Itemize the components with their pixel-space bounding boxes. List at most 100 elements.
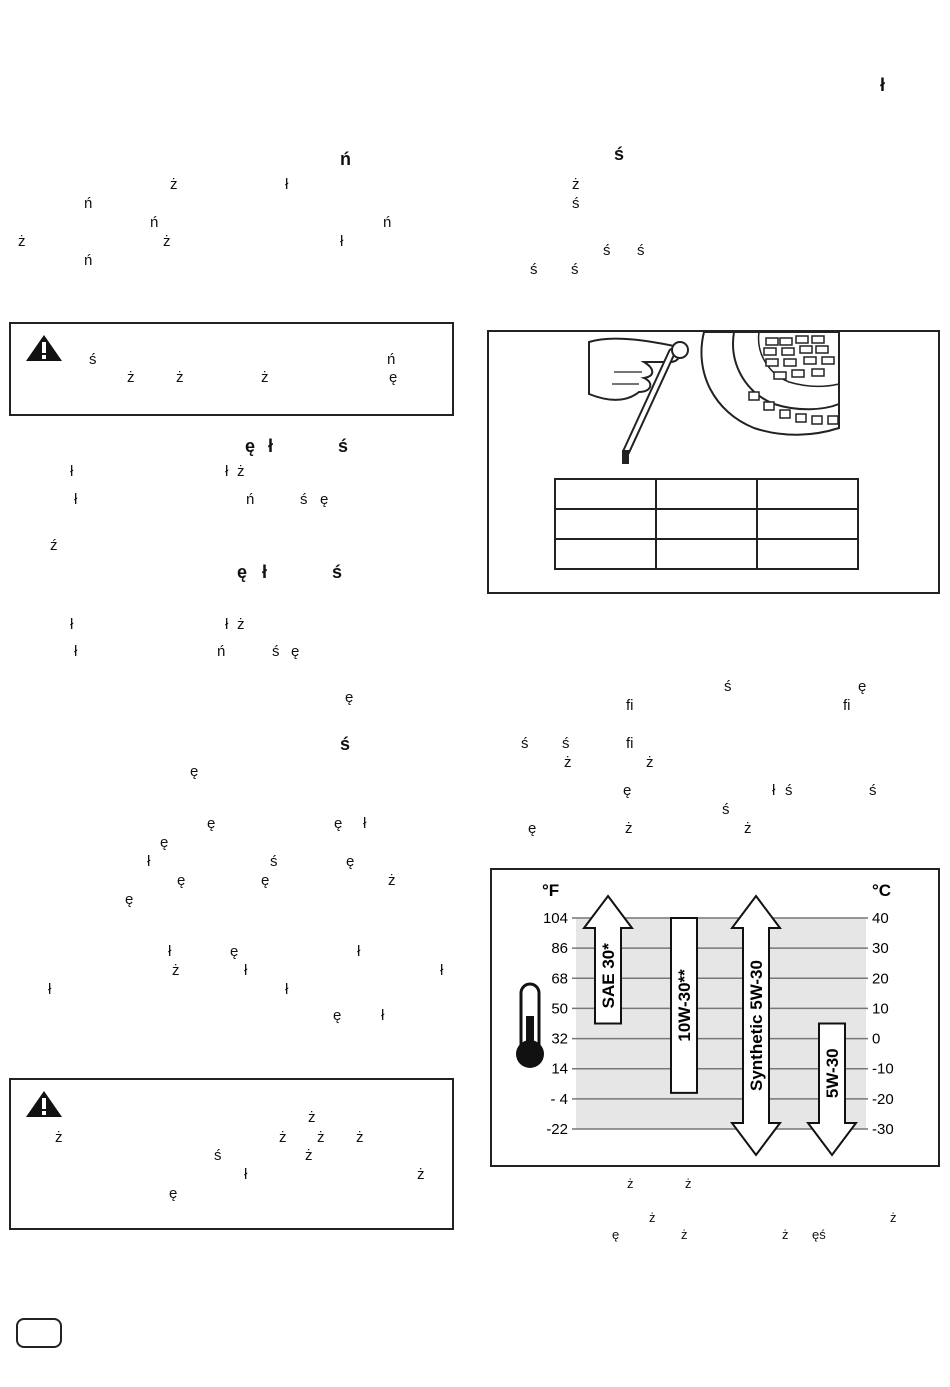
- glyph: ś: [722, 801, 730, 818]
- table-cell: [554, 508, 657, 540]
- glyph: ś: [338, 436, 349, 456]
- glyph: ę: [346, 853, 355, 870]
- glyph: ż: [625, 820, 633, 837]
- glyph: ę: [190, 763, 199, 780]
- glyph: ę: [237, 562, 248, 582]
- glyph: ł: [225, 463, 229, 480]
- glyph: ł: [74, 643, 78, 660]
- glyph: ż: [649, 1210, 656, 1225]
- tire-gauge-illustration: [588, 332, 840, 464]
- tick-label-f: 104: [543, 910, 568, 927]
- tick-label-c: 20: [872, 970, 889, 987]
- table-cell: [554, 538, 657, 570]
- glyph: ż: [564, 754, 572, 771]
- tick-label-c: 40: [872, 910, 889, 927]
- tick-label-f: 50: [551, 1000, 568, 1017]
- table-row: [554, 538, 859, 570]
- tick-label-f: 32: [551, 1031, 568, 1048]
- glyph: ż: [237, 463, 245, 480]
- glyph: ł: [381, 1007, 385, 1024]
- glyph: ł: [74, 491, 78, 508]
- oil-bar: [806, 1022, 858, 1157]
- glyph: ł: [440, 962, 444, 979]
- glyph: fi: [626, 697, 634, 714]
- glyph: ę: [345, 689, 354, 706]
- warning-triangle-icon: [26, 1091, 62, 1117]
- glyph: ł: [285, 176, 289, 193]
- glyph: ś: [300, 491, 308, 508]
- glyph: ż: [172, 962, 180, 979]
- table-row: [554, 508, 859, 540]
- glyph: ż: [782, 1227, 789, 1242]
- glyph: ń: [84, 195, 93, 212]
- glyph: ż: [261, 369, 269, 386]
- left-heading-1: ń: [340, 149, 351, 169]
- glyph: ż: [18, 233, 26, 250]
- glyph: ę: [230, 943, 239, 960]
- glyph: ń: [217, 643, 226, 660]
- glyph: ę: [160, 834, 169, 851]
- glyph: ż: [417, 1166, 425, 1183]
- oil-bar: [730, 894, 782, 1157]
- glyph: ż: [317, 1129, 325, 1146]
- glyph: ż: [305, 1147, 313, 1164]
- glyph: ł: [772, 782, 776, 799]
- warning-box-2: ż ż ż ż ż ś ż ł ż ę: [9, 1078, 454, 1230]
- glyph: ś: [521, 735, 529, 752]
- glyph: ę: [125, 891, 134, 908]
- tick-label-c: 0: [872, 1031, 880, 1048]
- glyph: ś: [270, 853, 278, 870]
- glyph: ę: [334, 815, 343, 832]
- table-cell: [756, 538, 859, 570]
- glyph: ż: [744, 820, 752, 837]
- glyph: ł: [244, 1166, 248, 1183]
- glyph: ż: [279, 1129, 287, 1146]
- table-cell: [756, 478, 859, 510]
- tick-label-f: 86: [551, 940, 568, 957]
- glyph: ż: [163, 233, 171, 250]
- glyph: ł: [340, 233, 344, 250]
- glyph: ł: [48, 981, 52, 998]
- tick-label-c: 30: [872, 940, 889, 957]
- unit-celsius-label: °C: [872, 881, 891, 900]
- glyph: ę: [612, 1227, 620, 1242]
- oil-bar: [582, 894, 634, 1025]
- warning-box-1: ś ń ż ż ż ę: [9, 322, 454, 416]
- glyph: ń: [150, 214, 159, 231]
- left-heading-4: ś: [340, 734, 351, 754]
- tire-pressure-table: [554, 478, 859, 570]
- glyph: ś: [272, 643, 280, 660]
- table-cell: [655, 508, 758, 540]
- glyph: ł: [285, 981, 289, 998]
- glyph: ż: [356, 1129, 364, 1146]
- glyph: ź: [50, 537, 58, 554]
- oil-bar-label: 10W-30**: [675, 969, 694, 1042]
- oil-bar-label: SAE 30*: [599, 943, 618, 1009]
- glyph: ż: [308, 1109, 316, 1126]
- right-heading-1: ś: [614, 144, 625, 164]
- chart-background: [576, 918, 866, 1129]
- glyph: ę: [623, 782, 632, 799]
- glyph: ł: [70, 463, 74, 480]
- glyph: ę: [245, 436, 256, 456]
- glyph: ę: [207, 815, 216, 832]
- glyph: ż: [681, 1227, 688, 1242]
- glyph: fi: [626, 735, 634, 752]
- glyph: ę: [261, 872, 270, 889]
- glyph: ż: [127, 369, 135, 386]
- glyph: ę: [858, 678, 867, 695]
- glyph: ę: [389, 369, 398, 386]
- glyph: ł: [168, 943, 172, 960]
- glyph: ę: [169, 1185, 178, 1202]
- glyph: ś: [89, 351, 97, 368]
- table-cell: [655, 478, 758, 510]
- glyph: ś: [785, 782, 793, 799]
- glyph: ś: [724, 678, 732, 695]
- glyph: ż: [685, 1176, 692, 1191]
- glyph: ś: [214, 1147, 222, 1164]
- glyph: ś: [869, 782, 877, 799]
